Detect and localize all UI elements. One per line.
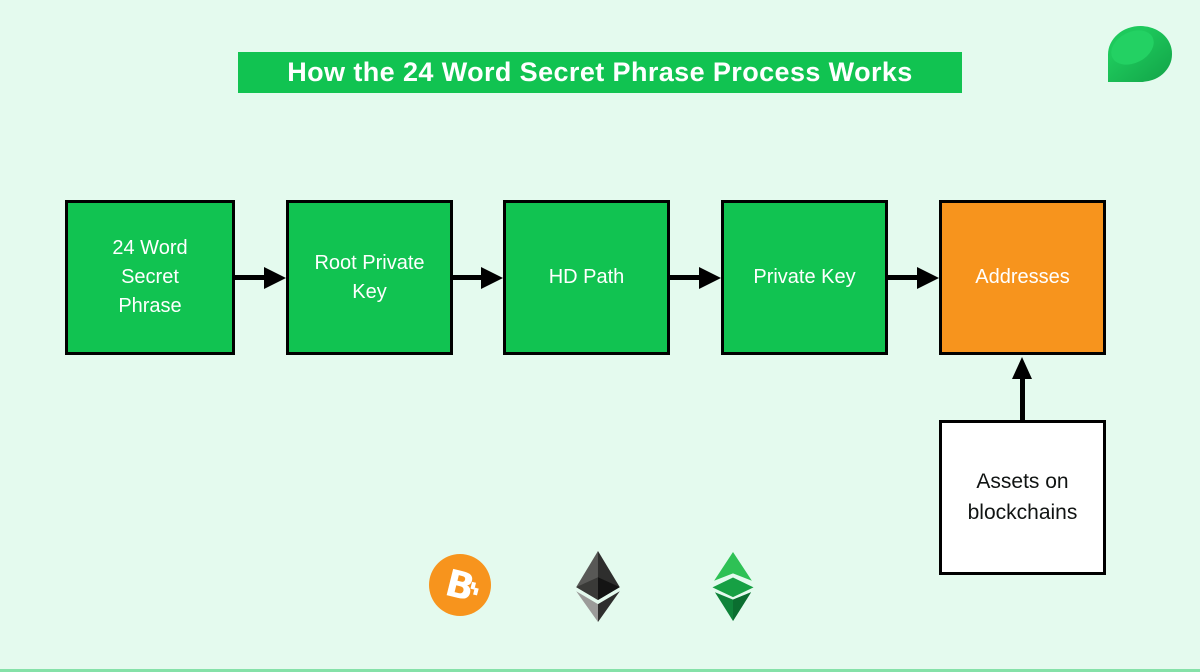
arrow-head-up-icon (1012, 357, 1032, 379)
title-banner: How the 24 Word Secret Phrase Process Wo… (238, 52, 962, 93)
arrow-root-key-to-hd-path (453, 266, 503, 289)
arrow-line (670, 275, 707, 280)
bitcoin-tick-bottom (473, 587, 479, 596)
flow-box-root-private-key: Root Private Key (286, 200, 453, 355)
brand-sprout-logo-icon (1105, 23, 1172, 82)
arrow-head-right-icon (264, 266, 286, 289)
arrow-head-right-icon (481, 266, 503, 289)
flow-box-hd-path: HD Path (503, 200, 670, 355)
page-title: How the 24 Word Secret Phrase Process Wo… (287, 57, 913, 87)
flow-box-label: Assets on blockchains (967, 470, 1078, 524)
brand-logo-highlight (1105, 23, 1160, 72)
arrow-line (888, 275, 925, 280)
arrow-hd-path-to-private-key (670, 266, 721, 289)
flow-box-label: Private Key (753, 266, 856, 288)
flow-box-secret-phrase: 24 Word Secret Phrase (65, 200, 235, 355)
ethereum-icon (576, 551, 620, 622)
flow-box-label: 24 Word Secret Phrase (112, 237, 188, 317)
arrow-line (453, 275, 489, 280)
arrow-line (1019, 375, 1025, 420)
arrow-head-right-icon (917, 266, 939, 289)
flow-box-addresses: Addresses (939, 200, 1106, 355)
arrow-line (235, 275, 272, 280)
arrow-head-right-icon (699, 266, 721, 289)
ethereum-classic-icon (706, 552, 760, 621)
flow-box-label: Addresses (975, 266, 1070, 288)
bottom-accent-strip (0, 669, 1200, 672)
flow-box-assets-on-blockchains: Assets on blockchains (939, 420, 1106, 575)
arrow-secret-phrase-to-root-key (235, 266, 286, 289)
flow-box-label: Root Private Key (314, 251, 425, 303)
flow-box-label: HD Path (548, 266, 625, 288)
arrow-private-key-to-addresses (888, 266, 939, 289)
flow-box-private-key: Private Key (721, 200, 888, 355)
bitcoin-icon: B (429, 554, 491, 616)
arrow-assets-to-addresses (1012, 357, 1032, 420)
